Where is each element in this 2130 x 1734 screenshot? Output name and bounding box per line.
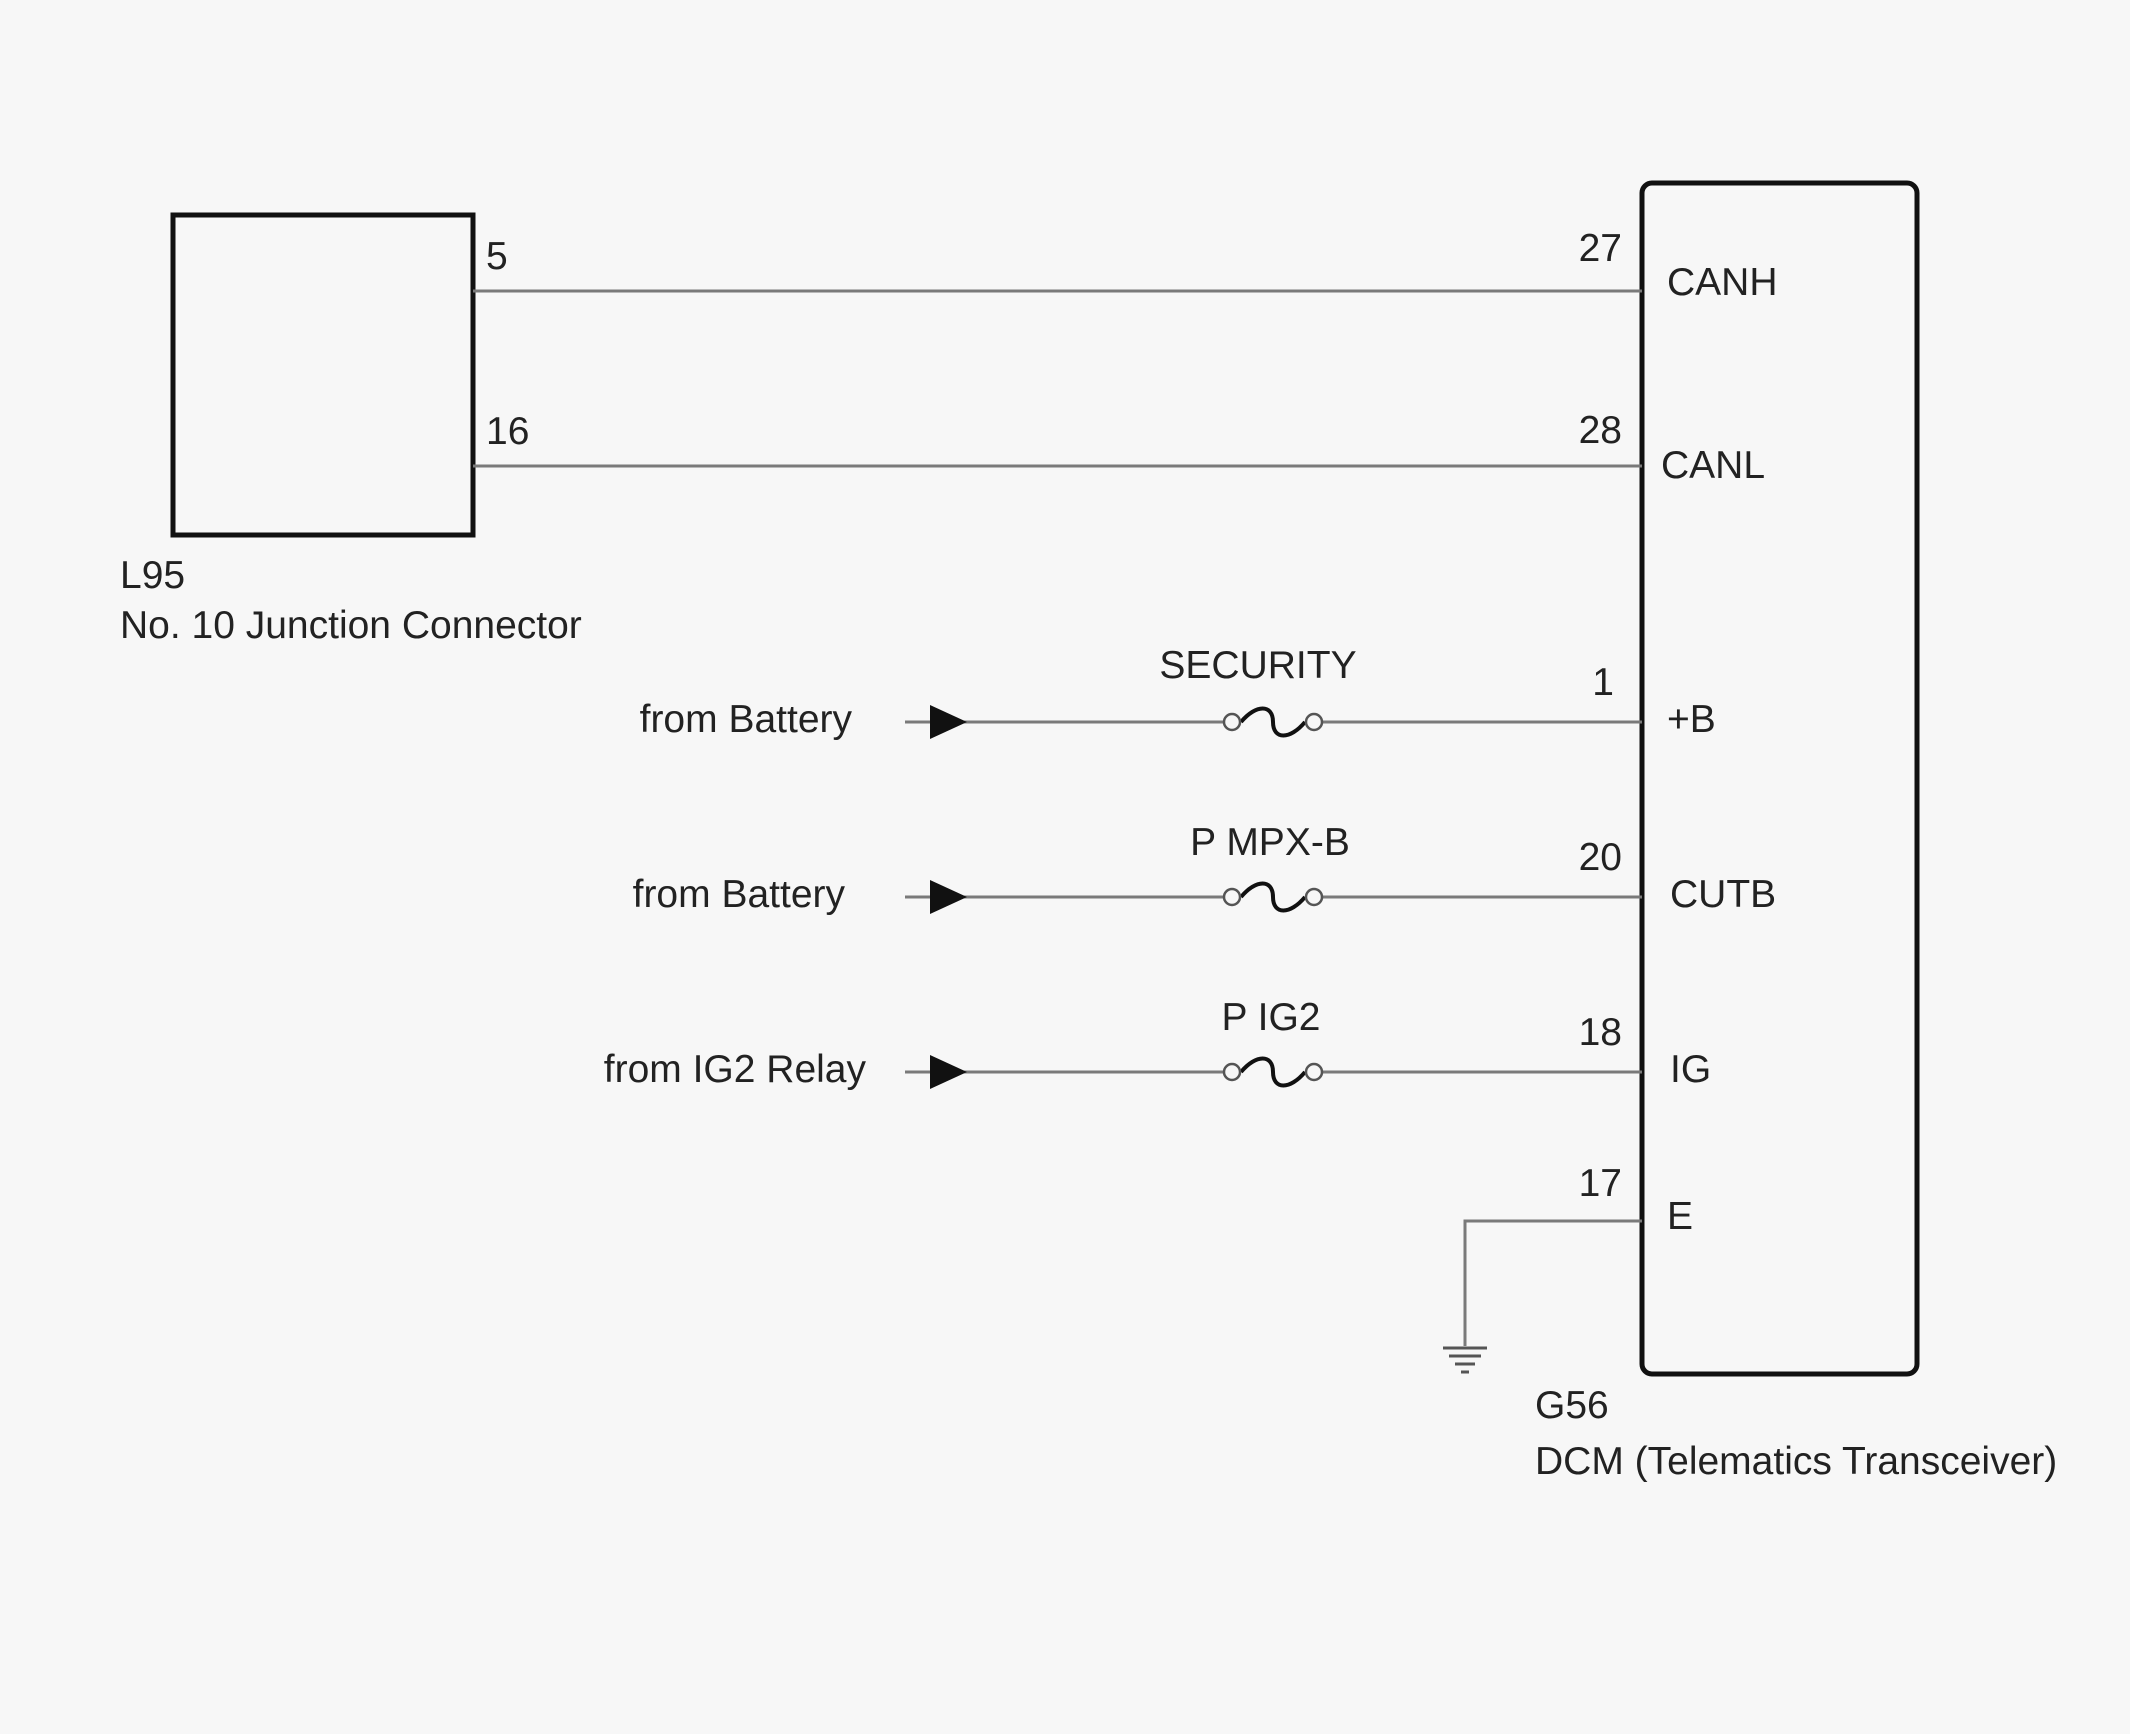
- dcm-pin-num-28: 28: [1579, 409, 1622, 452]
- dcm-name-label: DCM (Telematics Transceiver): [1535, 1440, 2057, 1483]
- fuse-terminal-icon: [1222, 1062, 1242, 1082]
- arrow-icon: [930, 705, 967, 739]
- source-label-battery-2: from Battery: [633, 873, 846, 916]
- wire-ground: [1463, 1219, 1642, 1346]
- dcm-pin-num-18: 18: [1579, 1011, 1622, 1054]
- dcm-pin-num-20: 20: [1579, 836, 1622, 879]
- fuse-icon: [1239, 1056, 1307, 1088]
- dcm-pin-label-canl: CANL: [1661, 444, 1765, 487]
- arrow-icon: [930, 1055, 967, 1089]
- power-line-p-mpx-b: from Battery P MPX-B: [633, 821, 1642, 916]
- dcm-box: [1639, 180, 1920, 1377]
- fuse-terminal-icon: [1222, 887, 1242, 907]
- fuse-terminal-icon: [1304, 1062, 1324, 1082]
- junction-connector-box: [170, 212, 476, 538]
- dcm-pin-num-1: 1: [1592, 661, 1614, 704]
- dcm-pin-num-17: 17: [1579, 1162, 1622, 1205]
- source-label-ig2-relay: from IG2 Relay: [604, 1048, 867, 1091]
- dcm-pin-label-plus-b: +B: [1667, 698, 1716, 741]
- power-line-p-ig2: from IG2 Relay P IG2: [604, 996, 1642, 1091]
- l95-name-label: No. 10 Junction Connector: [120, 604, 582, 647]
- fuse-label-security: SECURITY: [1159, 644, 1356, 687]
- source-label-battery-1: from Battery: [640, 698, 853, 741]
- ground-circuit: [1443, 1219, 1642, 1374]
- dcm-pin-label-ig: IG: [1670, 1048, 1711, 1091]
- fuse-icon: [1239, 706, 1307, 738]
- dcm-pin-num-27: 27: [1579, 227, 1622, 270]
- junction-connector-l95: 5 16 L95 No. 10 Junction Connector: [120, 212, 582, 647]
- dcm-module: G56 DCM (Telematics Transceiver): [1535, 180, 2057, 1483]
- dcm-pin-label-canh: CANH: [1667, 261, 1778, 304]
- fuse-terminal-icon: [1222, 712, 1242, 732]
- fuse-icon: [1239, 881, 1307, 913]
- dcm-code-label: G56: [1535, 1384, 1609, 1427]
- dcm-pin-label-e: E: [1667, 1195, 1693, 1238]
- fuse-label-p-mpx-b: P MPX-B: [1190, 821, 1350, 864]
- fuse-terminal-icon: [1304, 712, 1324, 732]
- dcm-pin-label-cutb: CUTB: [1670, 873, 1776, 916]
- l95-pin-5: 5: [486, 235, 508, 278]
- l95-code-label: L95: [120, 554, 185, 597]
- fuse-terminal-icon: [1304, 887, 1324, 907]
- fuse-label-p-ig2: P IG2: [1221, 996, 1320, 1039]
- arrow-icon: [930, 880, 967, 914]
- power-line-security: from Battery SECURITY: [640, 644, 1642, 741]
- l95-pin-16: 16: [486, 410, 529, 453]
